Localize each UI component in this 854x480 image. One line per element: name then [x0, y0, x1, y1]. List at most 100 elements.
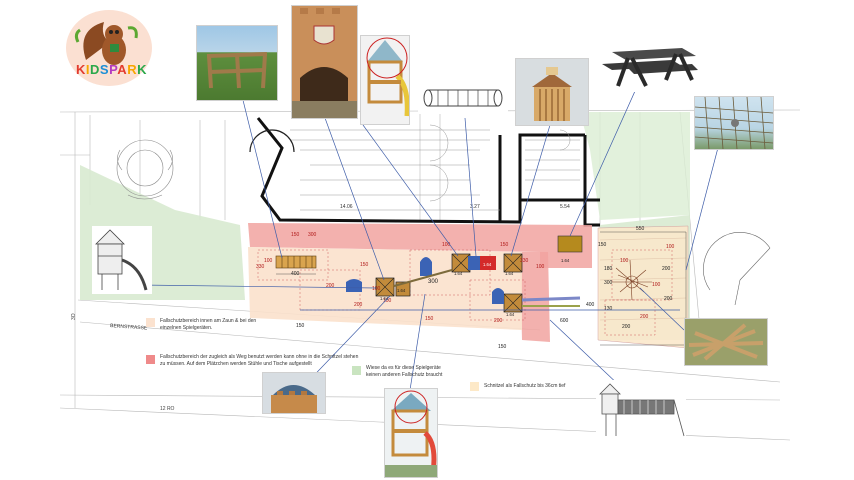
equipment-label: 1.64 — [397, 288, 406, 293]
legend-swatch-peach — [146, 318, 155, 327]
equipment-label: 1.64 — [506, 312, 515, 317]
tree-canopy-drawing — [116, 139, 174, 200]
legend-text-green: Wiese da es für diese Spielgeräte keinen… — [366, 365, 443, 378]
legend-text-orange: Schnitzel als Fallschutz bis 36cm tief — [484, 383, 566, 389]
dim-label: 200 — [622, 324, 631, 330]
red-path-vertical — [520, 252, 550, 342]
room-label-3: 3.27 — [470, 204, 480, 210]
red-path-top — [248, 223, 592, 268]
equipment-label: 1.64 — [483, 262, 492, 267]
dim-label: 200 — [662, 266, 671, 272]
tower-drawing-icon — [95, 229, 148, 291]
lawn-area-top — [580, 112, 690, 220]
picnic-table-icon — [602, 48, 698, 87]
dashed-zones — [257, 249, 673, 336]
castle-roof-icon — [271, 385, 317, 413]
dim-label: 300 — [428, 279, 439, 285]
dim-label: 100 — [652, 282, 661, 288]
dim-label: 100 — [372, 286, 381, 292]
legend-swatch-red — [146, 355, 155, 364]
equipment-label: 1.64 — [505, 271, 514, 276]
picnic-table-block — [557, 235, 583, 253]
building-interior-lines — [290, 124, 580, 211]
dim-label: 100 — [383, 298, 392, 304]
tower-slide-icon-bottom — [385, 390, 437, 477]
dim-label: 150 — [425, 316, 434, 322]
log-pile-sketch — [612, 259, 652, 301]
dim-label: 180 — [604, 266, 613, 272]
dim-label: 100 — [442, 242, 451, 248]
street-side-label-1: 12 RO — [160, 406, 175, 412]
equipment-label: 1.64 — [561, 258, 570, 263]
legend-swatch-green — [352, 366, 361, 375]
log-pile-photo — [684, 318, 768, 366]
castle-icon — [292, 6, 357, 118]
logo-letter: P — [109, 62, 118, 77]
dim-label: 200 — [354, 302, 363, 308]
equipment-labels: 1.64 1.64 1.64 1.64 1.64 1.64 1.64 — [380, 258, 570, 317]
dim-label: 400 — [291, 271, 300, 277]
legend-swatch-orange — [470, 382, 479, 391]
wooden-climbing-frame-photo — [196, 25, 278, 101]
climbing-wall-drawing — [596, 380, 686, 440]
dim-label: 200 — [494, 318, 503, 324]
dim-label: 150 — [498, 344, 507, 350]
dim-label: 600 — [560, 318, 569, 324]
rope-net-photo — [694, 96, 774, 150]
room-label-2: 5.54 — [560, 204, 570, 210]
wood-chip-zone — [597, 225, 689, 349]
blue-tunnel-block — [468, 256, 480, 270]
dim-label: 100 — [666, 244, 675, 250]
castle-roof-photo — [262, 372, 326, 414]
logo-letter: I — [85, 62, 91, 77]
red-tunnel-block — [480, 256, 496, 270]
dim-label: 200 — [640, 314, 649, 320]
arc-drawing — [249, 129, 295, 153]
climbing-frame-icon — [206, 52, 268, 89]
dim-label: 130 — [604, 306, 613, 312]
dim-label: 100 — [536, 264, 545, 270]
equipment-label: 1.64 — [454, 271, 463, 276]
dim-label: 300 — [604, 280, 613, 286]
street-label: BERNSTRASSE — [110, 323, 148, 332]
dim-label: 200 — [664, 296, 673, 302]
street-side-label-2: 3O — [71, 313, 77, 320]
logo-text: KIDSPARK — [76, 62, 146, 77]
wooden-castle-tunnel-photo — [291, 5, 358, 119]
dim-label: 550 — [636, 226, 645, 232]
tower-slide-icon — [366, 37, 409, 117]
dim-label: 330 — [256, 264, 265, 270]
dim-label: 100 — [620, 258, 629, 264]
log-pile-icon — [688, 323, 764, 361]
legend-text-red: Fallschutzbereich der zugleich als Weg b… — [160, 354, 359, 367]
dim-label: 400 — [586, 302, 595, 308]
dim-label: 150 — [598, 242, 607, 248]
tunnel-icon — [423, 89, 503, 107]
picnic-table-photo — [598, 34, 702, 92]
leader-lines — [139, 79, 721, 406]
dim-label: 150 — [296, 323, 305, 329]
building-outline — [256, 117, 600, 227]
logo-letter: K — [76, 62, 86, 77]
compass-drawing — [703, 232, 771, 306]
dim-label: 150 — [500, 242, 509, 248]
gazebo-icon — [532, 67, 572, 121]
logo-letter: K — [137, 62, 147, 77]
logo-letter: S — [99, 62, 110, 77]
climbing-wall-icon — [599, 383, 685, 437]
dim-label: 200 — [326, 283, 335, 289]
dim-label: 150 — [360, 262, 369, 268]
wooden-gazebo-tower-photo — [515, 58, 589, 126]
rope-net-icon — [695, 97, 773, 149]
logo-letter: D — [90, 62, 100, 77]
dim-label: 100 — [264, 258, 273, 264]
tunnel-slide-drawing — [418, 84, 508, 114]
slide-blue-2 — [346, 279, 362, 292]
squirrel-icon — [74, 22, 138, 65]
dimension-labels: 150 300 100 400 330 200 150 100 100 300 … — [256, 226, 675, 350]
tower-with-slide-photo — [360, 35, 410, 125]
logo-letter: R — [127, 62, 138, 77]
dim-label: 330 — [520, 258, 529, 264]
tower-with-slide-photo-bottom — [384, 388, 438, 478]
